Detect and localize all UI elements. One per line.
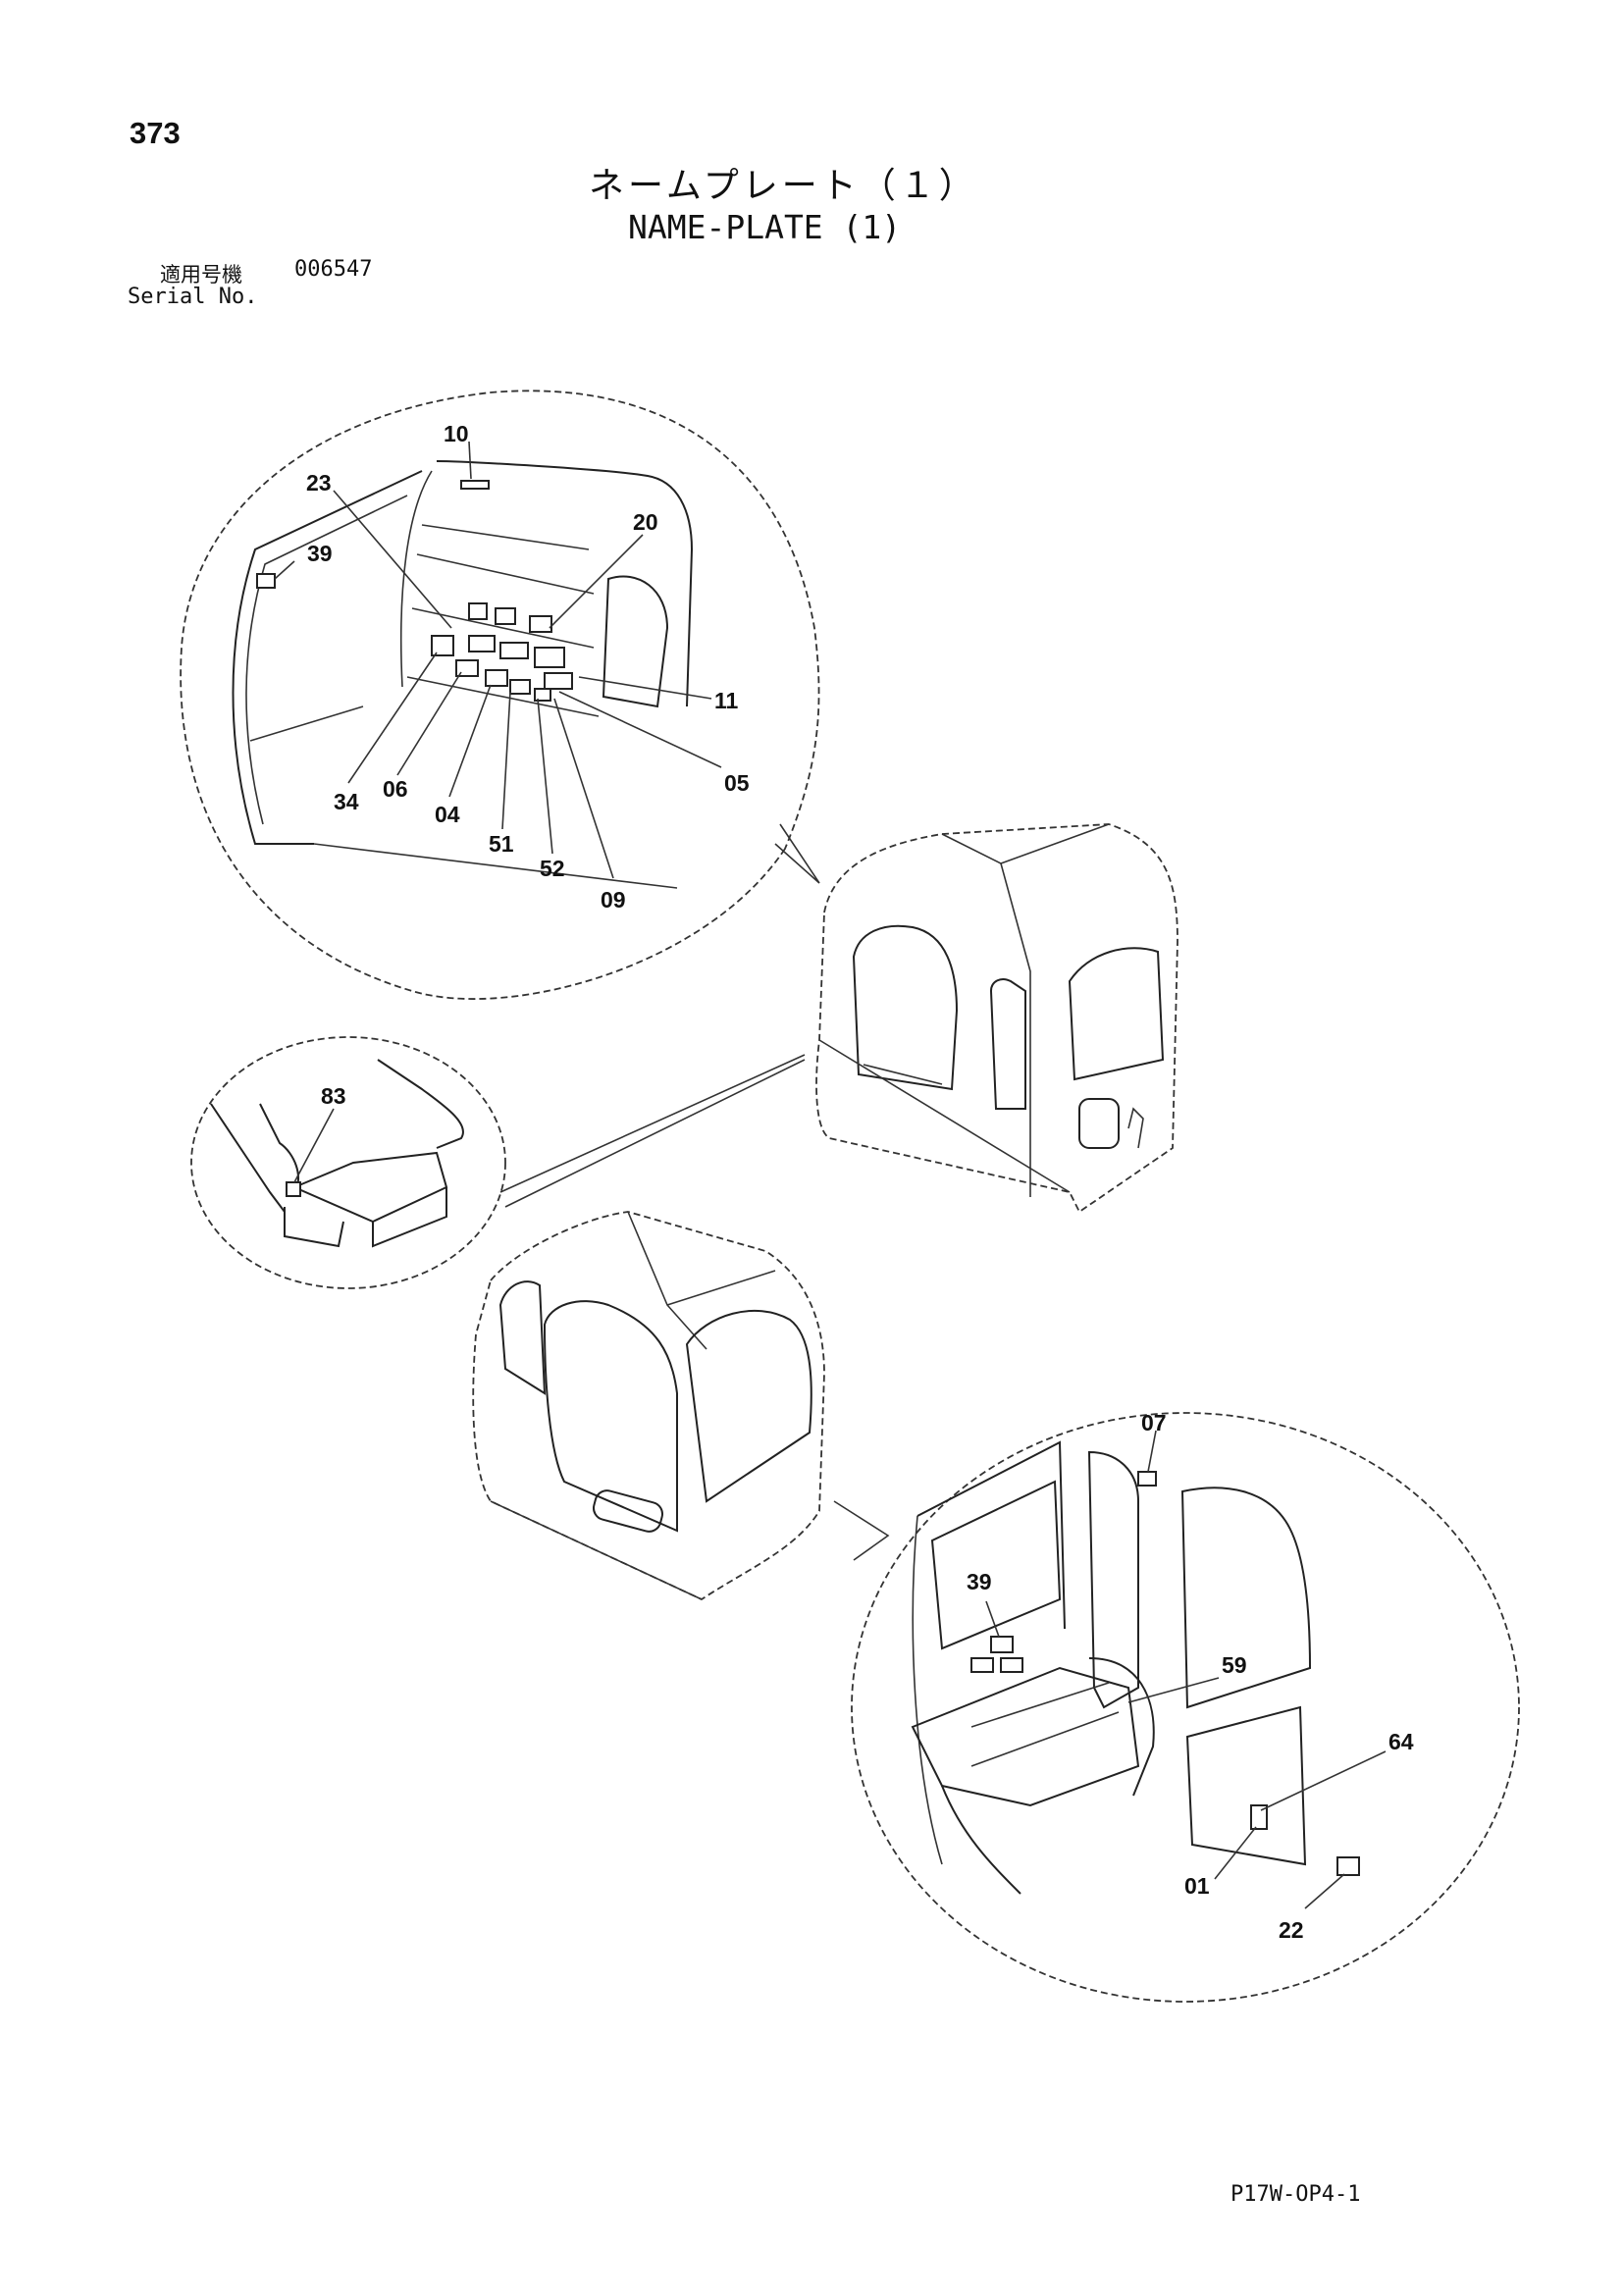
callout-10: 10 <box>444 421 469 446</box>
zoom-bubble-rear-interior <box>833 1412 1520 2003</box>
callout-22: 22 <box>1279 1917 1304 1943</box>
callout-20: 20 <box>633 509 658 535</box>
serial-label-english: Serial No. <box>128 285 258 309</box>
callout-39: 39 <box>307 541 333 566</box>
title-english: NAME-PLATE (1) <box>628 208 902 246</box>
callout-51: 51 <box>489 831 514 857</box>
callout-06: 06 <box>383 776 408 802</box>
callout-83: 83 <box>321 1083 346 1109</box>
title-japanese: ネームプレート（１） <box>589 166 978 206</box>
callout-labels: 10 23 39 20 11 05 34 06 04 51 52 09 83 0… <box>306 421 1414 1943</box>
callout-59: 59 <box>1222 1652 1247 1678</box>
callout-39-lower: 39 <box>967 1569 992 1594</box>
serial-label-japanese: 適用号機 <box>160 263 242 287</box>
callout-01: 01 <box>1184 1873 1210 1899</box>
callout-04: 04 <box>435 802 460 827</box>
zoom-bubble-front-panel <box>180 390 820 1000</box>
footer-code: P17W-OP4-1 <box>1230 2182 1361 2207</box>
callout-05: 05 <box>724 770 750 796</box>
cab-exterior-rear <box>815 823 1178 1214</box>
cab-exterior-front <box>472 1211 825 1601</box>
page-number: 373 <box>130 116 181 150</box>
leader-lines-bottom <box>985 1430 1387 1909</box>
callout-64: 64 <box>1388 1729 1414 1754</box>
bubble-pointer-levers <box>499 1054 806 1208</box>
callout-34: 34 <box>334 789 359 814</box>
callout-09: 09 <box>601 887 626 913</box>
callout-11: 11 <box>714 688 739 713</box>
callout-23: 23 <box>306 470 332 496</box>
zoom-bubble-levers <box>190 1036 506 1289</box>
callout-52: 52 <box>540 856 565 881</box>
leader-lines-top <box>274 441 722 879</box>
serial-value: 006547 <box>294 257 373 282</box>
callout-07: 07 <box>1141 1410 1167 1435</box>
